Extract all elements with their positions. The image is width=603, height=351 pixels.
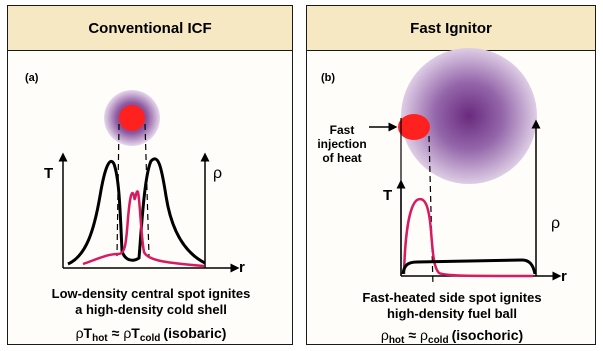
rho-axis-label: ρ: [213, 165, 222, 182]
rho-axis-label: ρ: [551, 215, 560, 232]
eq-approx: ≈: [112, 325, 120, 341]
isochoric-equation: ρhot≈ρcold(isochoric): [381, 327, 523, 346]
temperature-curve: [82, 190, 205, 268]
density-curve: [401, 258, 537, 275]
panel-tag-b: (b): [321, 72, 335, 84]
panel-conventional-icf: Conventional ICF (a): [7, 5, 293, 345]
side-label-of-heat: of heat: [322, 151, 361, 165]
eq-sub-hot: hot: [92, 333, 108, 344]
projection-line-right: [144, 123, 150, 257]
eq-sub-cold: cold: [140, 333, 161, 344]
caption-line-2: high-density fuel ball: [387, 306, 517, 321]
density-curve: [67, 157, 206, 266]
r-axis-label: r: [561, 268, 567, 285]
t-axis-label: T: [383, 187, 392, 204]
fast-ignitor-diagram: (b) Fast injection of heat T ρ r Fast-he…: [317, 48, 567, 346]
eq-t-rhs: T: [131, 325, 140, 341]
side-label-fast: Fast: [330, 123, 355, 137]
eq-note: (isobaric): [163, 325, 226, 341]
caption-line-1: Low-density central spot ignites: [52, 286, 251, 301]
t-axis-label: T: [44, 165, 53, 182]
panel-header-fast-ignitor: Fast Ignitor: [307, 6, 595, 51]
eq-rho-lhs: ρ: [381, 327, 389, 343]
caption-line-1: Fast-heated side spot ignites: [362, 290, 541, 305]
fuel-ball: [401, 48, 537, 184]
central-hot-spot: [119, 105, 145, 131]
eq-t-lhs: T: [84, 325, 93, 341]
eq-rho-lhs: ρ: [76, 325, 84, 341]
r-axis-label: r: [239, 259, 245, 276]
temperature-curve: [402, 197, 534, 278]
eq-rho-rhs: ρ: [420, 327, 428, 343]
side-hot-spot: [398, 114, 430, 140]
eq-rho-rhs: ρ: [123, 325, 131, 341]
conventional-icf-diagram: (a) T ρ r Low-density central spot ignit…: [25, 72, 251, 344]
projection-line-left: [116, 123, 120, 257]
panel-fast-ignitor: Fast Ignitor (b) Fast injection of heat: [306, 5, 596, 346]
panel-tag-a: (a): [25, 72, 39, 84]
panel-header-conventional: Conventional ICF: [8, 6, 292, 51]
eq-sub-cold: cold: [428, 335, 449, 346]
side-label-injection: injection: [317, 137, 366, 151]
caption-line-2: a high-density cold shell: [75, 302, 227, 317]
eq-approx: ≈: [408, 327, 416, 343]
isobaric-equation: ρThot≈ρTcold(isobaric): [76, 325, 227, 344]
eq-note: (isochoric): [452, 327, 524, 343]
eq-sub-hot: hot: [389, 335, 405, 346]
